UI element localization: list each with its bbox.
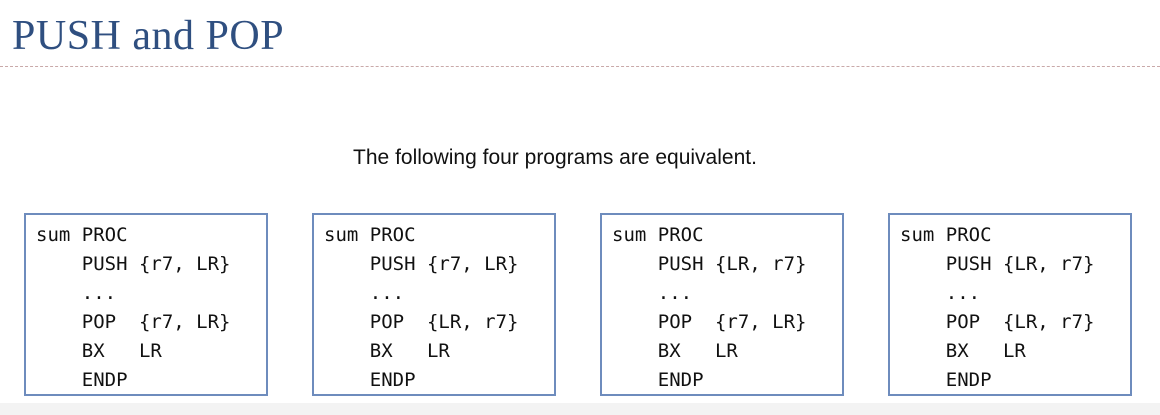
slide-title: PUSH and POP bbox=[12, 13, 285, 59]
code-line: POP {r7, LR} bbox=[36, 311, 231, 333]
code-line: PUSH {LR, r7} bbox=[612, 253, 807, 275]
code-line: ... bbox=[324, 282, 405, 304]
code-line: PUSH {r7, LR} bbox=[324, 253, 519, 275]
code-line: PUSH {r7, LR} bbox=[36, 253, 231, 275]
code-line: ENDP bbox=[900, 369, 992, 391]
code-line: POP {LR, r7} bbox=[324, 311, 519, 333]
code-line: sum PROC bbox=[36, 224, 128, 246]
code-line: POP {LR, r7} bbox=[900, 311, 1095, 333]
code-line: ... bbox=[900, 282, 981, 304]
code-line: ENDP bbox=[36, 369, 128, 391]
code-line: ENDP bbox=[324, 369, 416, 391]
code-line: PUSH {LR, r7} bbox=[900, 253, 1095, 275]
program-box-1: sum PROC PUSH {r7, LR} ... POP {r7, LR} … bbox=[24, 213, 268, 396]
code-line: ENDP bbox=[612, 369, 704, 391]
code-line: BX LR bbox=[324, 340, 450, 362]
code-line: sum PROC bbox=[900, 224, 992, 246]
code-line: ... bbox=[612, 282, 693, 304]
bottom-strip bbox=[0, 403, 1160, 415]
program-box-2: sum PROC PUSH {r7, LR} ... POP {LR, r7} … bbox=[312, 213, 556, 396]
program-box-4: sum PROC PUSH {LR, r7} ... POP {LR, r7} … bbox=[888, 213, 1132, 396]
code-line: BX LR bbox=[900, 340, 1026, 362]
program-box-3: sum PROC PUSH {LR, r7} ... POP {r7, LR} … bbox=[600, 213, 844, 396]
code-line: POP {r7, LR} bbox=[612, 311, 807, 333]
slide-subtitle: The following four programs are equivale… bbox=[353, 146, 757, 169]
code-line: ... bbox=[36, 282, 117, 304]
code-line: BX LR bbox=[612, 340, 738, 362]
code-line: BX LR bbox=[36, 340, 162, 362]
code-line: sum PROC bbox=[612, 224, 704, 246]
title-divider bbox=[0, 66, 1160, 67]
code-line: sum PROC bbox=[324, 224, 416, 246]
